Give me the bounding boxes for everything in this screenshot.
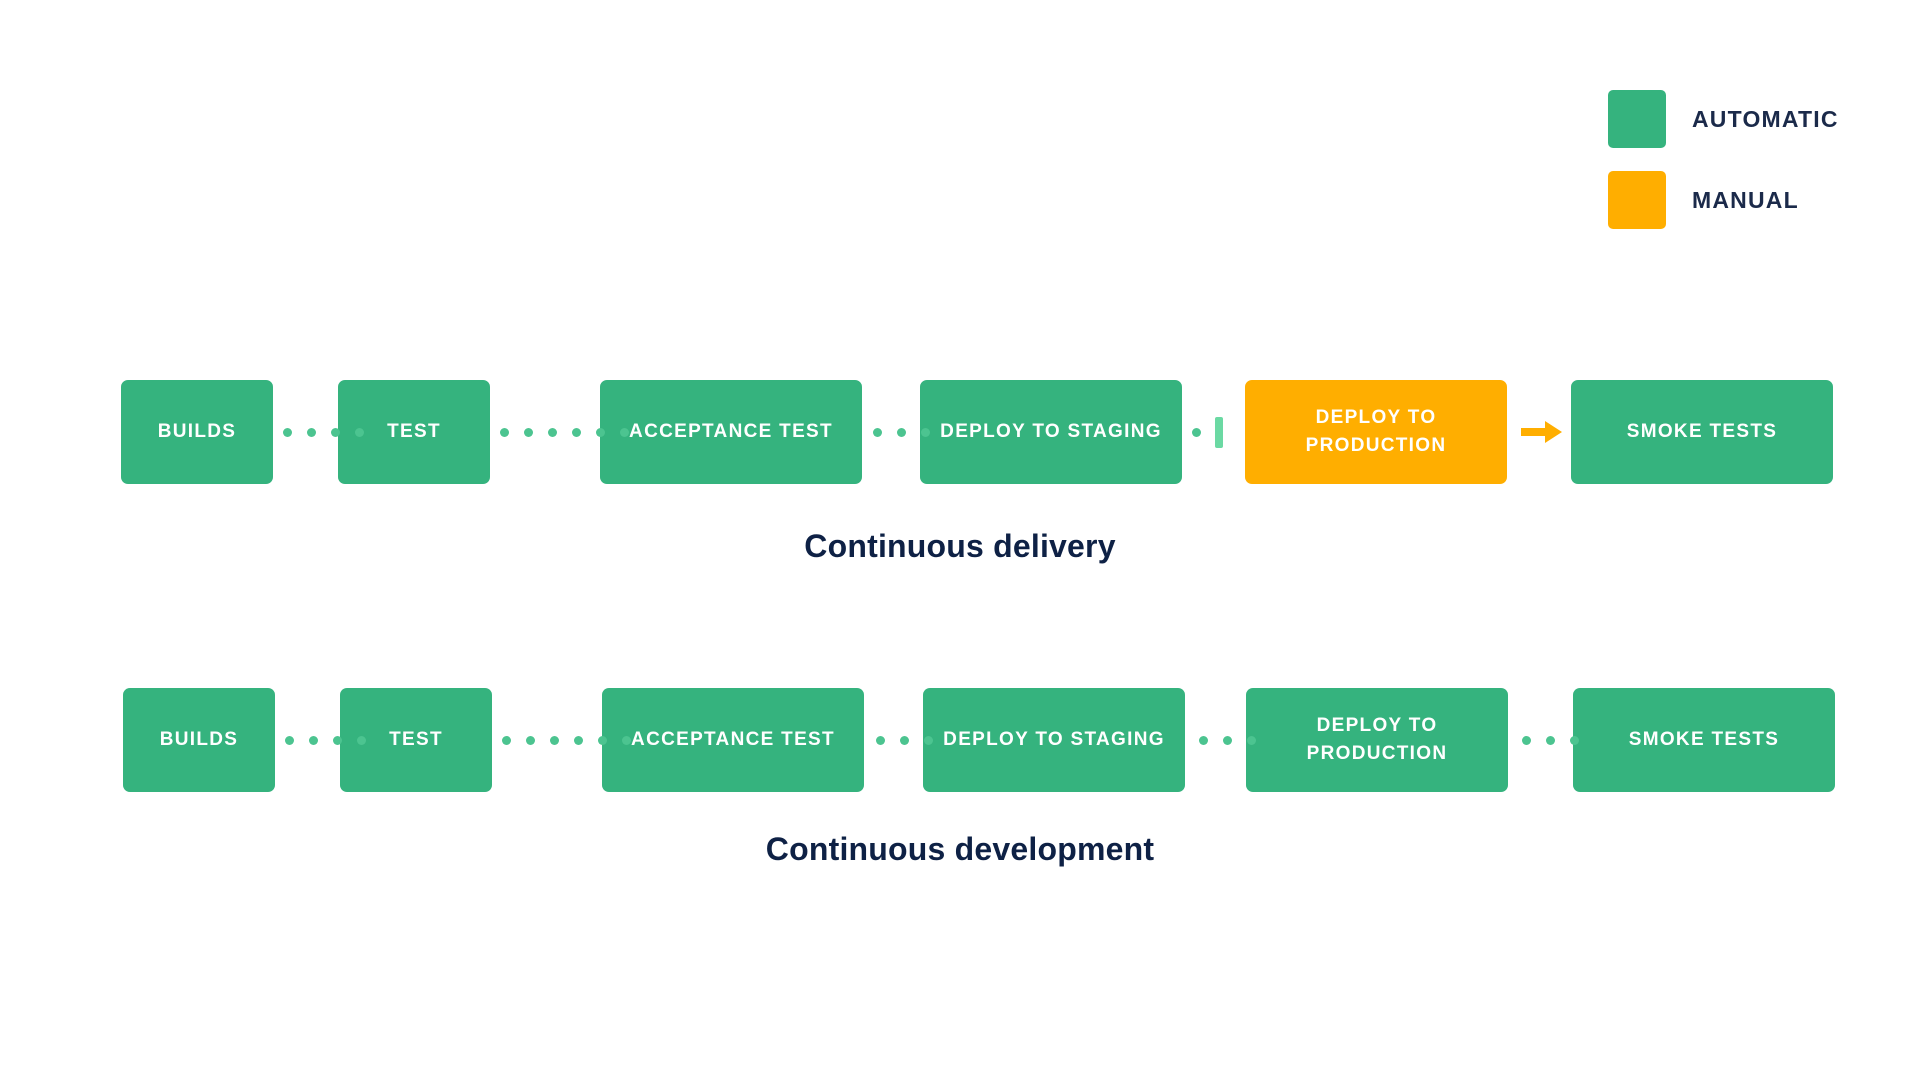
legend-label-automatic: AUTOMATIC	[1692, 105, 1839, 132]
legend-label-manual: MANUAL	[1692, 186, 1799, 213]
connector-dot-icon	[355, 428, 364, 437]
connector-dot-icon	[333, 736, 342, 745]
connector-dot-icon	[897, 428, 906, 437]
pipeline-stage-deploy-to-staging[interactable]: DEPLOY TO STAGING	[923, 688, 1185, 792]
legend-swatch-manual-icon	[1608, 171, 1666, 229]
connector-dot-icon	[1199, 736, 1208, 745]
arrow-right-icon	[1521, 421, 1562, 443]
gate-bar-icon	[1215, 416, 1223, 448]
connector-dot-icon	[1192, 427, 1201, 437]
connector-dot-icon	[500, 428, 509, 437]
connector-dotted	[283, 428, 364, 437]
connector-dot-icon	[285, 736, 294, 745]
connector-dotted	[876, 736, 933, 745]
pipeline-stage-deploy-to-staging[interactable]: DEPLOY TO STAGING	[920, 380, 1182, 484]
pipeline-stage-deploy-to-production[interactable]: DEPLOY TO PRODUCTION	[1246, 688, 1508, 792]
connector-dot-icon	[357, 736, 366, 745]
connector-dot-icon	[1522, 736, 1531, 745]
connector-dot-icon	[548, 428, 557, 437]
pipeline-caption-continuous-delivery: Continuous delivery	[804, 528, 1116, 564]
pipeline-stage-acceptance-test[interactable]: ACCEPTANCE TEST	[600, 380, 862, 484]
connector-dot-icon	[876, 736, 885, 745]
connector-dotted	[1522, 736, 1579, 745]
connector-manual-gate	[1192, 416, 1236, 448]
connector-dotted	[1199, 736, 1256, 745]
connector-dot-icon	[550, 736, 559, 745]
pipeline-stage-acceptance-test[interactable]: ACCEPTANCE TEST	[602, 688, 864, 792]
connector-dot-icon	[1546, 736, 1555, 745]
connector-dot-icon	[900, 736, 909, 745]
connector-dotted	[285, 736, 366, 745]
legend-swatch-automatic-icon	[1608, 90, 1666, 148]
pipeline-stage-builds[interactable]: BUILDS	[121, 380, 273, 484]
connector-dot-icon	[596, 428, 605, 437]
connector-dot-icon	[873, 428, 882, 437]
connector-dot-icon	[283, 428, 292, 437]
connector-dot-icon	[924, 736, 933, 745]
pipeline-stage-smoke-tests[interactable]: SMOKE TESTS	[1573, 688, 1835, 792]
connector-dot-icon	[502, 736, 511, 745]
connector-dot-icon	[921, 428, 930, 437]
legend-item-automatic: AUTOMATIC	[1608, 90, 1839, 148]
connector-dot-icon	[526, 736, 535, 745]
connector-dot-icon	[524, 428, 533, 437]
connector-dot-icon	[598, 736, 607, 745]
connector-dot-icon	[331, 428, 340, 437]
connector-dot-icon	[1223, 736, 1232, 745]
connector-dot-icon	[309, 736, 318, 745]
connector-dot-icon	[307, 428, 316, 437]
pipeline-stage-smoke-tests[interactable]: SMOKE TESTS	[1571, 380, 1833, 484]
pipeline-stage-builds[interactable]: BUILDS	[123, 688, 275, 792]
connector-dotted	[500, 428, 629, 437]
connector-dot-icon	[620, 428, 629, 437]
connector-dot-icon	[1570, 736, 1579, 745]
connector-dot-icon	[622, 736, 631, 745]
connector-dot-icon	[574, 736, 583, 745]
connector-dotted	[502, 736, 631, 745]
legend-item-manual: MANUAL	[1608, 171, 1839, 229]
pipeline-caption-continuous-development: Continuous development	[765, 831, 1155, 867]
connector-dotted	[873, 428, 930, 437]
connector-arrow	[1521, 418, 1563, 446]
connector-dot-icon	[1247, 736, 1256, 745]
legend: AUTOMATIC MANUAL	[1608, 90, 1839, 229]
connector-dot-icon	[572, 428, 581, 437]
pipeline-stage-deploy-to-production[interactable]: DEPLOY TO PRODUCTION	[1245, 380, 1507, 484]
